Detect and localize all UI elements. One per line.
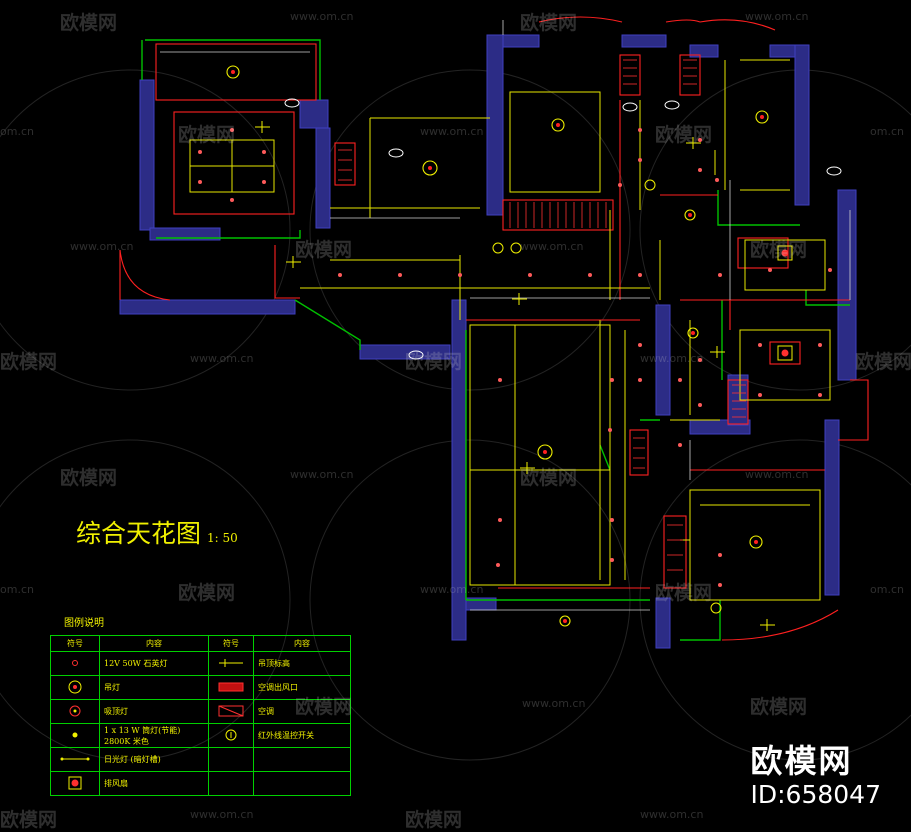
watermark-url: www.om.cn (522, 697, 586, 710)
watermark-brand: 欧模网 (855, 351, 911, 373)
ac-markers (284, 98, 842, 360)
watermark-brand: 欧模网 (295, 696, 353, 718)
drawing-scale: 1: 50 (207, 531, 238, 545)
watermark-url: www.om.cn (290, 10, 354, 23)
watermark-brand: 欧模网 (655, 124, 713, 146)
watermark-url: om.cn (870, 583, 904, 596)
watermark-brand: 欧模网 (0, 351, 58, 373)
watermark-brand: 欧模网 (405, 351, 463, 373)
legend-item-label: 吊灯 (99, 675, 209, 700)
legend-header-row: 符号 内容 符号 内容 (50, 635, 351, 652)
legend-item-label: 日光灯 (暗灯槽) (99, 747, 209, 772)
watermark-url: www.om.cn (520, 240, 584, 253)
legend-header-symbol: 符号 (50, 635, 100, 652)
legend-item-label: 吊顶标高 (253, 651, 351, 676)
watermark-brand: 欧模网 (60, 467, 118, 489)
watermark-url: om.cn (0, 125, 34, 138)
legend-row: 吸顶灯 空调 (50, 699, 351, 724)
watermark-url: www.om.cn (745, 468, 809, 481)
legend-row: 日光灯 (暗灯槽) (50, 747, 351, 772)
downlight-icon (50, 723, 100, 748)
legend-row: 排风扇 (50, 771, 351, 796)
legend-item-label: 空调出风口 (253, 675, 351, 700)
watermark-url: www.om.cn (190, 808, 254, 821)
watermark-url: www.om.cn (420, 125, 484, 138)
ac-outlet-icon (208, 675, 254, 700)
exhaust-fans (777, 245, 793, 361)
watermark-url: www.om.cn (745, 10, 809, 23)
red-outlines (155, 16, 869, 641)
ceiling-height-icon (208, 651, 254, 676)
legend-item-label: 空调 (253, 699, 351, 724)
watermark-brand: 欧模网 (178, 124, 236, 146)
legend-row: 1 x 13 W 筒灯(节能) 2800K 米色 红外线温控开关 (50, 723, 351, 748)
watermark-url: www.om.cn (640, 808, 704, 821)
watermark-brand: 欧模网 (520, 12, 578, 34)
legend-item-label: 排风扇 (99, 771, 209, 796)
door-swing (119, 249, 171, 301)
watermark-url: www.om.cn (70, 240, 134, 253)
watermark-brand: 欧模网 (405, 809, 463, 831)
watermark-url: om.cn (0, 583, 34, 596)
pendant-lamps (226, 65, 769, 627)
watermark-brand: 欧模网 (520, 467, 578, 489)
walls (119, 34, 857, 649)
legend-item-label: 吸顶灯 (99, 699, 209, 724)
watermark-url: om.cn (870, 125, 904, 138)
legend-row: 吊灯 空调出风口 (50, 675, 351, 700)
watermark-brand: 欧模网 (60, 12, 118, 34)
legend-item-label: 红外线温控开关 (253, 723, 351, 748)
detail-lines (160, 20, 851, 611)
legend-empty-cell (253, 771, 351, 796)
watermark-brand: 欧模网 (750, 696, 808, 718)
watermark-brand: 欧模网 (0, 809, 58, 831)
brand-logo-text: 欧模网 (750, 742, 853, 780)
watermark-brand: 欧模网 (178, 582, 236, 604)
legend-empty-cell (208, 747, 254, 772)
green-edges (141, 39, 850, 641)
legend-header-content-2: 内容 (253, 635, 351, 652)
ceiling-height-markers (255, 121, 775, 631)
exhaust-fan-icon (50, 771, 100, 796)
legend-header-symbol-2: 符号 (208, 635, 254, 652)
drawing-title-text: 综合天花图 (76, 519, 202, 548)
legend-item-label: 1 x 13 W 筒灯(节能) 2800K 米色 (99, 723, 209, 748)
drawing-title: 综合天花图 1: 50 (76, 514, 238, 550)
watermark-brand: 欧模网 (295, 239, 353, 261)
watermark-url: www.om.cn (290, 468, 354, 481)
watermark-url: www.om.cn (640, 352, 704, 365)
pendant-lamp-icon (50, 675, 100, 700)
legend-empty-cell (208, 771, 254, 796)
fluorescent-light-icon (50, 747, 100, 772)
downlights (198, 128, 832, 587)
brand-stamp: 欧模网 ID:658047 (751, 736, 881, 809)
quartz-lamp-icon (50, 651, 100, 676)
ac-unit-icon (208, 699, 254, 724)
legend-title: 图例说明 (64, 618, 104, 629)
thermostat-switches (492, 179, 722, 614)
legend-table: 符号 内容 符号 内容 12V 50W 石英灯 吊顶标高 吊灯 空调出风口 吸顶… (50, 635, 351, 796)
thermostat-switch-icon (208, 723, 254, 748)
watermark-brand: 欧模网 (750, 239, 808, 261)
brand-id: ID:658047 (750, 780, 881, 809)
legend-header-content: 内容 (99, 635, 209, 652)
hatch-strips (338, 59, 746, 571)
watermark-brand: 欧模网 (655, 582, 713, 604)
exhaust-fan-cores (781, 249, 789, 357)
ceiling-lines (189, 59, 831, 601)
ceiling-lamp-icon (50, 699, 100, 724)
legend-row: 12V 50W 石英灯 吊顶标高 (50, 651, 351, 676)
watermark-url: www.om.cn (190, 352, 254, 365)
watermark-url: www.om.cn (420, 583, 484, 596)
legend-item-label: 12V 50W 石英灯 (99, 651, 209, 676)
legend-empty-cell (253, 747, 351, 772)
